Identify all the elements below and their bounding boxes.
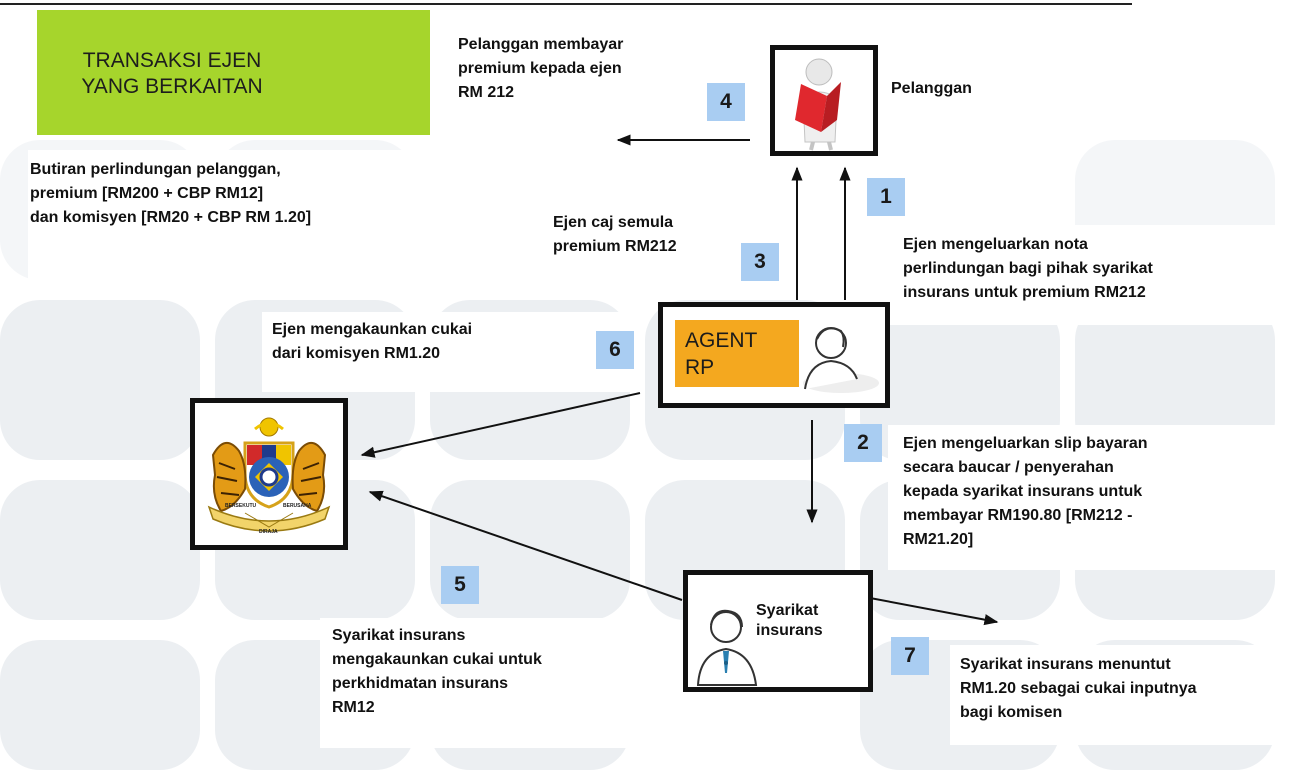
text-step3: Ejen caj semula premium RM212: [553, 214, 677, 255]
text-panel-step5: [320, 618, 650, 748]
text-panel-details: [28, 150, 430, 280]
reading-person-icon: [795, 58, 841, 151]
text-step1: Ejen mengeluarkan nota perlindungan bagi…: [903, 236, 1153, 301]
arrow-step7: [869, 597, 999, 626]
step-1-badge: 1: [867, 178, 905, 216]
title-line-1: TRANSAKSI EJEN: [82, 49, 262, 72]
step-5-badge: 5: [441, 566, 479, 604]
text-step2: Ejen mengeluarkan slip bayaran secara ba…: [903, 435, 1148, 548]
text-step4: Pelanggan membayar premium kepada ejen R…: [458, 36, 624, 101]
text-step5: Syarikat insurans mengakaunkan cukai unt…: [332, 627, 542, 716]
text-step6: Ejen mengakaunkan cukai dari komisyen RM…: [272, 321, 473, 362]
text-details: Butiran perlindungan pelanggan, premium …: [30, 161, 312, 226]
text-panel-step6: [262, 312, 642, 392]
label-syarikat-insurans: Syarikat insurans: [756, 602, 823, 639]
step-4-badge: 4: [707, 83, 745, 121]
agent-person-icon: [803, 327, 879, 393]
text-step7: Syarikat insurans menuntut RM1.20 sebaga…: [960, 656, 1197, 721]
node-government-emblem: BERSEKUTU BERUSAHA DIRAJA: [190, 398, 348, 550]
text-panel-step1: [888, 225, 1300, 325]
step-3-badge: 3: [741, 243, 779, 281]
step-6-badge: 6: [596, 331, 634, 369]
step-2-badge: 2: [844, 424, 882, 462]
emblem-motto-base: DIRAJA: [259, 529, 278, 535]
emblem-motto-right: BERUSAHA: [283, 503, 312, 509]
node-pelanggan: [770, 45, 878, 156]
label-pelanggan: Pelanggan: [891, 80, 972, 97]
insurer-person-icon: [696, 609, 758, 686]
node-agent-rp: AGENT RP: [658, 302, 890, 408]
title-line-2: YANG BERKAITAN: [81, 75, 263, 98]
text-panel-step7: [950, 645, 1300, 745]
arrow-step6: [360, 392, 641, 458]
node-syarikat-insurans: Syarikat insurans: [683, 570, 873, 692]
diagram-title: TRANSAKSI EJEN YANG BERKAITAN: [37, 10, 430, 135]
government-crest-icon: [207, 417, 331, 532]
arrow-step5: [368, 490, 683, 601]
step-7-badge: 7: [891, 637, 929, 675]
text-panel-step2: [888, 425, 1300, 570]
agent-label: AGENT RP: [675, 320, 799, 387]
emblem-motto-left: BERSEKUTU: [225, 503, 257, 509]
